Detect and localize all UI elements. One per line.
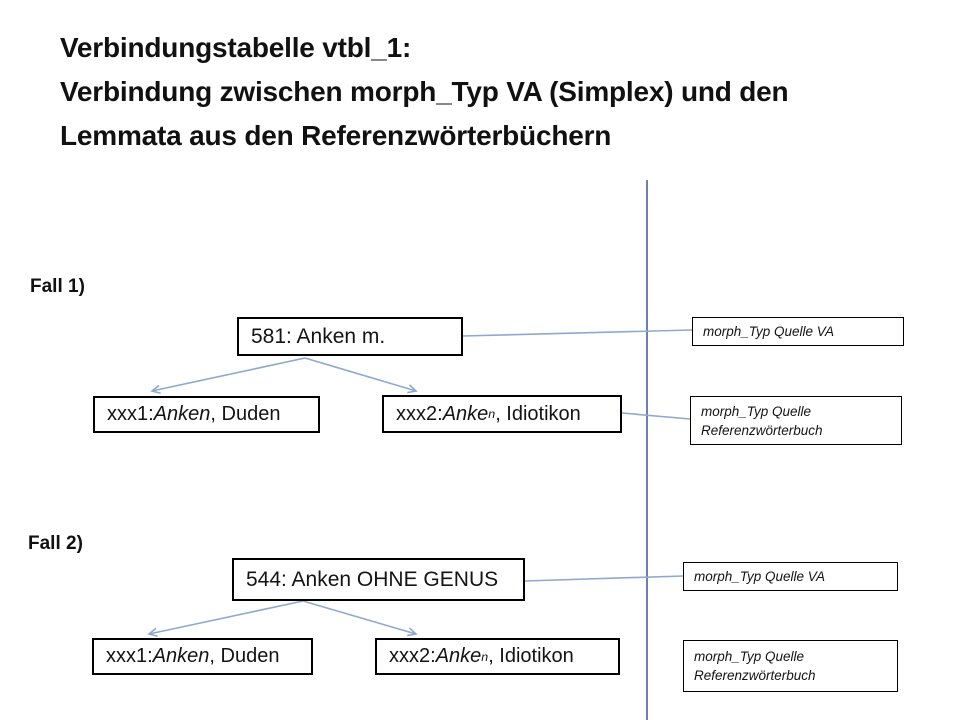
- fall1-arrow-right: [304, 357, 418, 394]
- fall1-parent-text: 581: Anken m.: [251, 324, 386, 348]
- fall2-source-ref-line1: morph_Typ Quelle: [694, 649, 805, 664]
- fall2-source-ref-line2: Referenzwörterbuch: [694, 668, 816, 683]
- fall1-child1-prefix: xxx1:: [107, 403, 154, 425]
- fall2-child2-prefix: xxx2:: [389, 645, 436, 667]
- fall1-source-ref-line1: morph_Typ Quelle: [701, 403, 812, 419]
- fall1-source-va-box: morph_Typ Quelle VA: [692, 317, 904, 346]
- fall2-source-va-box: morph_Typ Quelle VA: [683, 562, 898, 591]
- fall1-source-ref-box: morph_Typ Quelle Referenzwörterbuch: [690, 396, 902, 445]
- fall2-label: Fall 2): [28, 533, 83, 554]
- fall2-child1-box: xxx1: Anken, Duden: [92, 638, 313, 675]
- fall2-source-va-text: morph_Typ Quelle VA: [694, 569, 826, 584]
- fall1-source-ref-line2: Referenzwörterbuch: [701, 422, 823, 438]
- fall1-child1-lemma: Anken: [153, 403, 211, 425]
- fall2-child1-lemma: Anken: [152, 645, 210, 667]
- fall1-child2-rest: , Idiotikon: [495, 402, 581, 425]
- slide-title-line2: Verbindung zwischen morph_Typ VA (Simple…: [60, 76, 789, 107]
- fall2-arrow-left: [147, 600, 304, 638]
- fall2-child1-rest: , Duden: [209, 645, 280, 667]
- fall2-child2-rest: , Idiotikon: [488, 645, 574, 667]
- slide-title: Verbindungstabelle vtbl_1: Verbindung zw…: [60, 26, 930, 158]
- fall1-child2-lemma: Anke: [442, 402, 489, 425]
- fall1-child1-box: xxx1: Anken, Duden: [93, 396, 320, 433]
- fall2-parent-to-va-connector: [524, 575, 684, 582]
- fall2-parent-text: 544: Anken OHNE GENUS: [246, 567, 499, 591]
- fall2-child1-prefix: xxx1:: [106, 645, 153, 667]
- fall2-parent-box: 544: Anken OHNE GENUS: [232, 558, 525, 601]
- fall1-child2-prefix: xxx2:: [396, 402, 443, 425]
- fall1-parent-box: 581: Anken m.: [237, 317, 463, 356]
- fall1-parent-to-va-connector: [462, 329, 693, 337]
- slide-title-line3: Lemmata aus den Referenzwörterbüchern: [60, 120, 612, 151]
- fall2-arrow-right: [302, 600, 418, 637]
- fall1-source-va-text: morph_Typ Quelle VA: [703, 324, 835, 339]
- fall1-child2-to-ref-connector: [621, 412, 691, 420]
- fall2-source-ref-box: morph_Typ Quelle Referenzwörterbuch: [683, 640, 898, 692]
- fall1-child1-rest: , Duden: [210, 403, 281, 425]
- fall2-child2-lemma: Anke: [435, 645, 482, 667]
- fall1-label: Fall 1): [30, 276, 85, 297]
- fall1-arrow-left: [150, 357, 306, 394]
- slide-title-line1: Verbindungstabelle vtbl_1:: [60, 32, 412, 63]
